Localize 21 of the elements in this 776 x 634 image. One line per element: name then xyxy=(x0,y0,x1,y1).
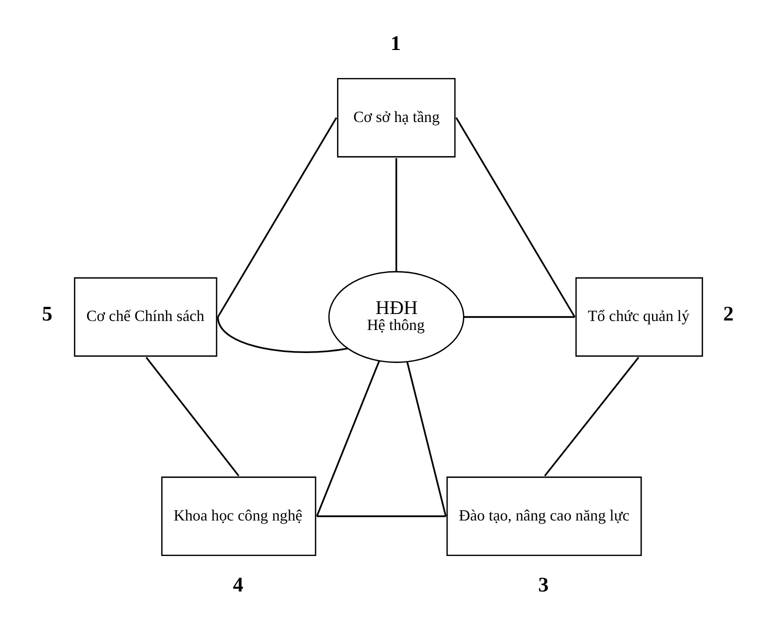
node-label: 3 xyxy=(538,572,548,597)
node-ellipse: HĐH Hệ thông xyxy=(328,271,464,363)
connector xyxy=(394,158,397,272)
node-label: 1 xyxy=(390,30,400,55)
connector xyxy=(216,316,348,353)
connector xyxy=(316,515,446,518)
node-label: 4 xyxy=(232,572,243,597)
connector xyxy=(544,356,639,476)
node-box: Cơ sở hạ tầng xyxy=(336,78,456,158)
connector xyxy=(455,117,575,318)
node-box: Cơ chế Chính sách xyxy=(73,277,217,357)
connector xyxy=(316,360,380,517)
connector xyxy=(463,316,574,318)
connector xyxy=(145,356,239,476)
node-box: Khoa học công nghệ xyxy=(160,476,316,556)
node-box: Tổ chức quản lý xyxy=(574,277,703,357)
node-label: 5 xyxy=(42,302,52,326)
connector xyxy=(406,362,446,516)
node-label: 2 xyxy=(722,302,734,326)
node-box: Đào tạo, nâng cao năng lực xyxy=(446,476,642,556)
connector xyxy=(216,117,337,318)
